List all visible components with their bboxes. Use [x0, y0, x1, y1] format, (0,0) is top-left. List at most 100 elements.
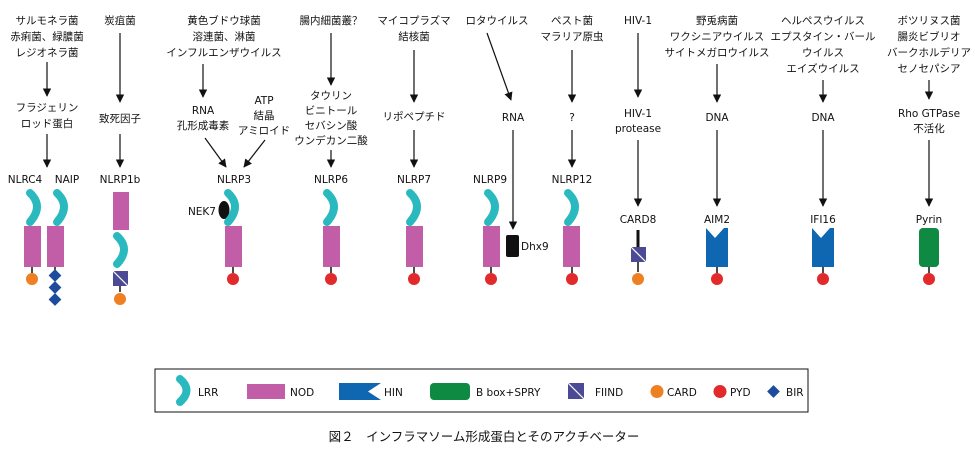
receptor-label-aim2: AIM2 [704, 214, 730, 226]
intermediate-text: リポペプチド [383, 111, 446, 123]
nlrc4-protein [24, 189, 41, 285]
lrr-legend-icon [176, 375, 191, 406]
trigger-text: ヘルペスウイルス [781, 15, 865, 27]
trigger-text: 溶連菌、淋菌 [193, 30, 256, 43]
card-legend-icon [650, 385, 664, 398]
receptor-label-pyrin: Pyrin [916, 214, 942, 226]
intermediate-text: ウンデカン二酸 [294, 134, 368, 147]
receptor-label-nlrp6: NLRP6 [314, 174, 348, 186]
trigger-text: サイトメガロウイルス [665, 47, 770, 59]
column-nlrp12: ペスト菌 マラリア原虫 ? NLRP12 [541, 15, 604, 285]
intermediate-text: RNA [192, 105, 215, 117]
nod-domain [47, 226, 64, 267]
legend-label: NOD [290, 387, 314, 399]
trigger-text: HIV-1 [624, 15, 652, 27]
trigger-text: インフルエンザウイルス [166, 47, 281, 59]
legend-item-pyd: PYD [713, 385, 751, 399]
pyd-domain [566, 273, 578, 285]
lrr-domain [406, 189, 421, 226]
pyd-domain [817, 273, 829, 285]
trigger-text: エプスタイン・バール [771, 31, 876, 43]
trigger-text: 赤痢菌、緑膿菌 [10, 30, 84, 43]
nod-domain [483, 226, 500, 267]
intermediate-text: 結晶 [254, 109, 275, 122]
legend-label: PYD [730, 387, 751, 399]
trigger-text: レジオネラ菌 [16, 47, 79, 59]
intermediate-text: Rho GTPase [898, 108, 960, 120]
trigger-text: マイコプラズマ [377, 14, 450, 27]
trigger-text: 黄色ブドウ球菌 [187, 14, 261, 27]
nlrp6-protein [323, 189, 340, 285]
trigger-text: 炭疽菌 [104, 14, 136, 27]
intermediate-text: DNA [705, 112, 729, 124]
pyd-domain [408, 273, 420, 285]
nlrp7-protein [406, 189, 423, 285]
intermediate-text: ビニトール [305, 105, 358, 117]
trigger-text: ウイルス [802, 47, 844, 59]
intermediate-text: タウリン [310, 90, 352, 102]
lrr-domain [484, 189, 499, 226]
trigger-text: ロタウイルス [466, 15, 529, 27]
pyd-domain [227, 273, 239, 285]
card8-protein [630, 230, 647, 285]
column-pyrin: ボツリヌス菌 腸炎ビブリオ バークホルデリア セノセパシア Rho GTPase… [887, 15, 971, 285]
pyrin-protein [919, 228, 939, 285]
nlrp1b-protein [112, 192, 129, 305]
intermediate-text: ロッド蛋白 [21, 117, 74, 130]
lrr-domain [113, 232, 128, 268]
legend-item-hin: HIN [339, 383, 403, 400]
intermediate-text: 致死因子 [99, 112, 141, 125]
receptor-label-nlrp1b: NLRP1b [100, 174, 141, 186]
bbox-spry-domain [919, 228, 939, 267]
trigger-text: ボツリヌス菌 [898, 15, 961, 27]
intermediate-text: DNA [811, 112, 835, 124]
aim2-protein [706, 228, 728, 285]
intermediate-text: アミロイド [238, 125, 290, 137]
column-card8: HIV-1 HIV-1 protease CARD8 [615, 15, 661, 285]
hin-domain [706, 228, 728, 267]
legend-label: LRR [198, 387, 218, 399]
nod-legend-icon [247, 384, 285, 399]
card-domain [26, 273, 38, 285]
intermediate-text: RNA [502, 112, 525, 124]
lrr-domain [26, 189, 41, 226]
nlrp3-protein [224, 189, 242, 285]
legend-item-bir: BIR [767, 385, 804, 399]
activation-arrow [486, 32, 513, 101]
lrr-domain [224, 189, 239, 226]
column-ifi16: ヘルペスウイルス エプスタイン・バール ウイルス エイズウイルス DNA IFI… [771, 15, 876, 285]
column-nlrp9: ロタウイルス RNA NLRP9 Dhx9 [466, 15, 549, 285]
receptor-label-nlrp12: NLRP12 [552, 174, 593, 186]
partner-label-dhx9: Dhx9 [521, 241, 549, 253]
column-nlrc4: サルモネラ菌 赤痢菌、緑膿菌 レジオネラ菌 フラジェリン ロッド蛋白 NLRC4… [8, 15, 84, 306]
lrr-domain [564, 189, 579, 226]
intermediate-text: protease [615, 123, 661, 135]
legend-item-nod: NOD [247, 384, 314, 399]
pyd-domain [711, 273, 723, 285]
ifi16-protein [812, 228, 834, 285]
receptor-label-nlrp9: NLRP9 [473, 174, 507, 186]
trigger-text: セノセパシア [898, 63, 961, 75]
column-aim2: 野兎病菌 ワクシニアウイルス サイトメガロウイルス DNA AIM2 [665, 14, 770, 285]
receptor-label-card8: CARD8 [620, 214, 657, 226]
bir-domain [48, 269, 62, 282]
receptor-label-nlrp7: NLRP7 [397, 174, 431, 186]
legend-item-bbox: B box+SPRY [430, 383, 541, 400]
trigger-text: ワクシニアウイルス [670, 31, 765, 43]
card-domain [632, 273, 644, 285]
nod-domain [406, 226, 423, 267]
activation-arrow [204, 137, 227, 168]
column-nlrp3: 黄色ブドウ球菌 溶連菌、淋菌 インフルエンザウイルス RNA 孔形成毒素 ATP… [166, 14, 290, 285]
bir-domain [48, 281, 62, 294]
legend-box [154, 368, 809, 413]
column-nlrp6: 腸内細菌叢？ タウリン ビニトール セバシン酸 ウンデカン二酸 NLRP6 [294, 14, 368, 285]
trigger-text: 野兎病菌 [696, 14, 738, 27]
legend-label: HIN [384, 387, 403, 399]
receptor-label-ifi16: IFI16 [810, 214, 836, 226]
bir-legend-icon [767, 385, 780, 398]
receptor-label-naip: NAIP [55, 174, 79, 186]
partner-label-nek7: NEK7 [188, 206, 216, 218]
legend-item-fiind: FIIND [567, 382, 623, 400]
nod-domain [24, 226, 41, 267]
